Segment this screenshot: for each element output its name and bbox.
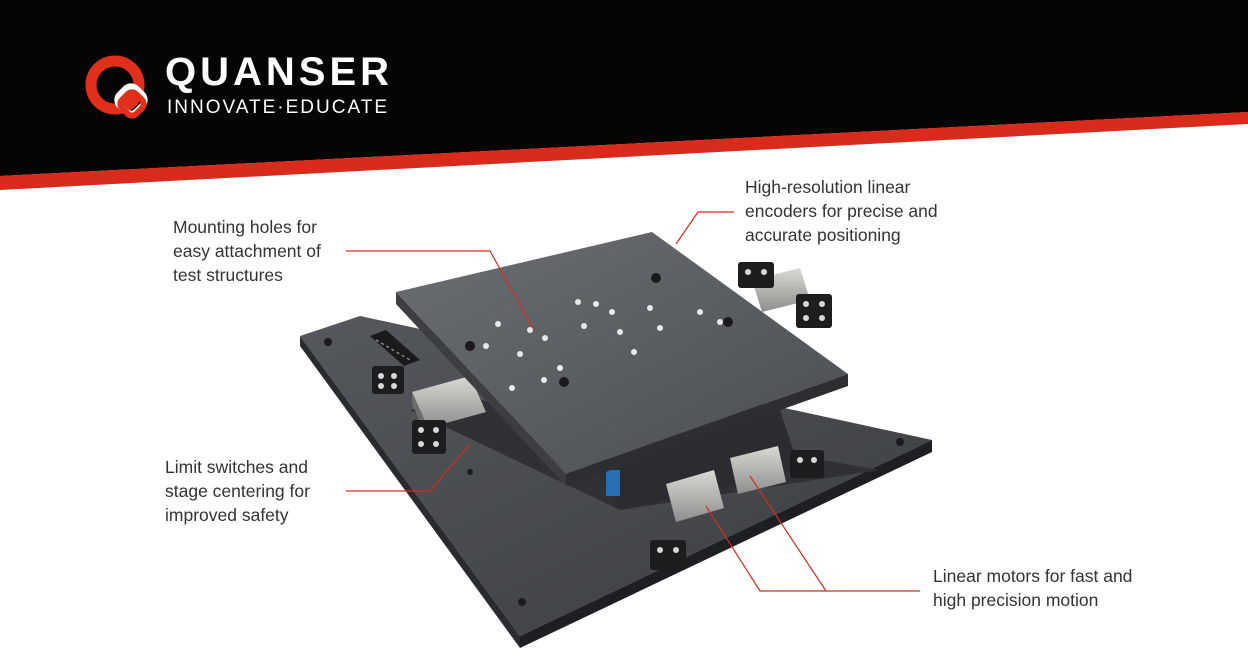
header-background — [0, 0, 1248, 176]
brand-tagline: INNOVATE·EDUCATE — [167, 97, 390, 118]
callout-line: High-resolution linear — [745, 177, 911, 197]
mounting-holes — [483, 299, 723, 391]
encoders-callout-line — [675, 211, 734, 245]
top-plate — [396, 232, 848, 486]
callout-line: improved safety — [165, 505, 289, 525]
motors-callout-line — [705, 505, 920, 592]
callout-line: stage centering for — [165, 481, 310, 501]
callout-line: test structures — [173, 265, 283, 285]
callout-lines — [346, 211, 920, 592]
linear-motors-callout: Linear motors for fast and high precisio… — [933, 564, 1132, 612]
limit-switches-callout: Limit switches and stage centering for i… — [165, 455, 310, 527]
callout-line: easy attachment of — [173, 241, 321, 261]
callout-line: Mounting holes for — [173, 217, 317, 237]
limit-switch-strip — [370, 330, 420, 366]
motors-callout-line-2 — [749, 475, 827, 592]
quanser-logo-icon — [85, 55, 148, 119]
large-holes — [465, 273, 733, 387]
header-band — [0, 0, 1248, 190]
mounting-callout-line — [346, 250, 535, 331]
callout-line: accurate positioning — [745, 225, 901, 245]
callout-line: Linear motors for fast and — [933, 566, 1133, 586]
bracket-bolts — [378, 269, 825, 553]
header-accent-stripe — [0, 112, 1248, 190]
callout-line: encoders for precise and — [745, 201, 938, 221]
linear-encoders-callout: High-resolution linear encoders for prec… — [745, 175, 938, 247]
mounting-holes-callout: Mounting holes for easy attachment of te… — [173, 215, 321, 287]
limits-callout-line — [346, 443, 471, 492]
callout-line: high precision motion — [933, 590, 1099, 610]
callout-line: Limit switches and — [165, 457, 308, 477]
brand-name: QUANSER — [165, 50, 394, 94]
